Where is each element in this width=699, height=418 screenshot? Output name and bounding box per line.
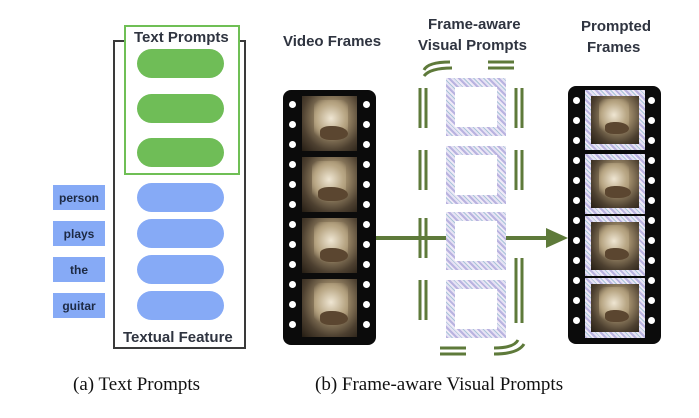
visual-prompts-dashed-outline	[418, 60, 526, 356]
textual-feature-token-4	[137, 291, 224, 320]
text-prompt-token-2	[137, 94, 224, 123]
textual-feature-token-1	[137, 183, 224, 212]
textual-feature-token-3	[137, 255, 224, 284]
text-prompt-token-1	[137, 49, 224, 78]
video-frame-3	[302, 218, 357, 273]
prompted-frames-label-line1: Prompted	[581, 18, 652, 35]
visual-prompt-4	[446, 280, 506, 338]
text-prompts-label: Text Prompts	[134, 29, 229, 46]
visual-prompts-label-line1: Frame-aware	[428, 16, 521, 33]
prompted-frame-1	[585, 90, 645, 150]
video-frames-label: Video Frames	[283, 33, 382, 50]
prompted-frames-label-line2: Frames	[587, 39, 641, 56]
text-prompt-token-3	[137, 138, 224, 167]
word-the: the	[53, 257, 105, 282]
video-frame-4	[302, 279, 357, 337]
video-frame-2	[302, 157, 357, 212]
video-film-strip	[283, 90, 376, 345]
word-guitar: guitar	[53, 293, 105, 318]
film-holes	[283, 90, 376, 345]
video-frame-1	[302, 96, 357, 151]
caption-b: (b) Frame-aware Visual Prompts	[315, 374, 564, 395]
flow-arrow-head	[546, 228, 568, 248]
prompted-frame-2	[585, 154, 645, 214]
visual-prompt-1	[446, 78, 506, 136]
prompted-frame-4	[585, 278, 645, 338]
visual-prompts-label-line2: Visual Prompts	[418, 37, 527, 54]
visual-prompt-2	[446, 146, 506, 204]
prompted-frame-3	[585, 216, 645, 276]
caption-a: (a) Text Prompts	[73, 374, 201, 395]
prompted-film-holes	[568, 86, 661, 344]
word-plays: plays	[53, 221, 105, 246]
textual-feature-token-2	[137, 219, 224, 248]
visual-prompt-3	[446, 212, 506, 270]
textual-feature-label: Textual Feature	[123, 329, 233, 346]
prompted-film-strip	[568, 86, 661, 344]
word-person: person	[53, 185, 105, 210]
